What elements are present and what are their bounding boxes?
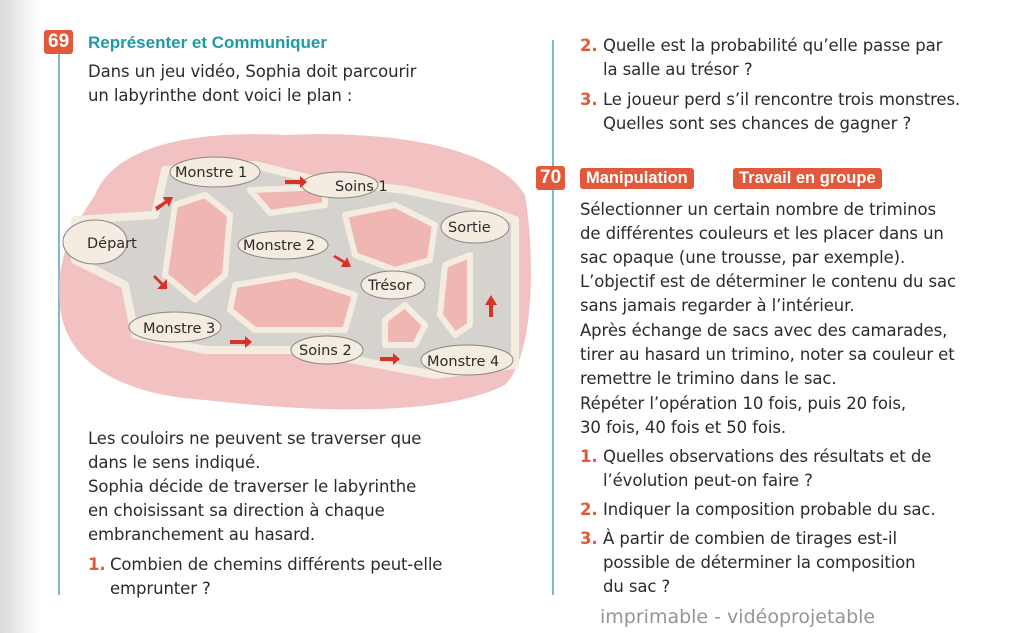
arrow-icon — [333, 255, 351, 267]
ex69-q1-line: Combien de chemins différents peut-elle — [110, 555, 443, 574]
ex69-text-line: Les couloirs ne peuvent se traverser que — [88, 429, 422, 448]
ex70-q3-line: du sac ? — [603, 577, 671, 596]
ex69-intro-line: un labyrinthe dont voici le plan : — [88, 86, 353, 105]
room-monstre1 — [169, 156, 261, 188]
ex69-intro-line: Dans un jeu vidéo, Sophia doit parcourir — [88, 62, 417, 81]
maze-label-soins2: Soins 2 — [299, 343, 352, 359]
maze-label-monstre4: Monstre 4 — [427, 354, 499, 370]
ex69-q3-line: Le joueur perd s’il rencontre trois mons… — [603, 90, 961, 109]
maze-label-soins1: Soins 1 — [335, 179, 388, 195]
room-monstre4 — [420, 344, 514, 376]
ex70-text-line: L’objectif est de déterminer le contenu … — [580, 272, 957, 291]
maze-label-monstre2: Monstre 2 — [243, 238, 315, 254]
arrow-icon — [485, 295, 497, 317]
ex69-q2-line: la salle au trésor ? — [603, 60, 753, 79]
room-monstre2 — [237, 230, 329, 260]
arrow-icon — [230, 336, 252, 348]
room-depart — [62, 219, 128, 265]
maze-illustration: Monstre 1 Soins 1 Sortie Départ Monstre … — [59, 134, 531, 410]
ex69-number: 69 — [44, 30, 74, 54]
maze-arrows — [153, 176, 497, 365]
tag-manipulation: Manipulation — [580, 168, 694, 189]
ex69-text-line: en choisissant sa direction à chaque — [88, 501, 385, 520]
ex70-text-line: Répéter l’opération 10 fois, puis 20 foi… — [580, 394, 906, 413]
ex69-text-line: embranchement au hasard. — [88, 525, 316, 544]
ex70-q1-line: l’évolution peut-on faire ? — [603, 471, 813, 490]
ex70-q3-line: possible de déterminer la composition — [603, 553, 916, 572]
ex70-text-line: 30 fois, 40 fois et 50 fois. — [580, 418, 787, 437]
ex69-q1-line: emprunter ? — [110, 579, 211, 598]
tag-travail-en-groupe: Travail en groupe — [733, 168, 882, 189]
ex69-q3-line: Quelles sont ses chances de gagner ? — [603, 114, 912, 133]
arrow-icon — [153, 275, 167, 289]
room-tresor — [360, 270, 426, 300]
maze-label-depart: Départ — [87, 236, 137, 252]
ex70-text-line: Sélectionner un certain nombre de trimin… — [580, 200, 936, 219]
ex70-text-line: sans jamais regarder à l’intérieur. — [580, 296, 855, 315]
page-edge-shadow — [0, 0, 40, 633]
ex70-text-line: Après échange de sacs avec des camarades… — [580, 321, 948, 340]
ex70-text-line: remettre le trimino dans le sac. — [580, 369, 837, 388]
ex70-q3-number: 3. — [580, 529, 598, 548]
room-soins2 — [290, 335, 364, 365]
watermark: imprimable - vidéoprojetable — [600, 606, 876, 628]
maze-wall-block — [342, 202, 438, 273]
ex69-q2-number: 2. — [580, 36, 598, 55]
ex69-q1-number: 1. — [88, 555, 106, 574]
ex70-text-line: sac opaque (une trousse, par exemple). — [580, 248, 906, 267]
ex70-q2-number: 2. — [580, 500, 598, 519]
maze-wall-block — [227, 272, 358, 333]
maze-label-tresor: Trésor — [367, 278, 412, 294]
maze-label-monstre1: Monstre 1 — [175, 165, 247, 181]
arrow-icon — [285, 176, 307, 188]
ex69-rule — [58, 50, 60, 595]
ex69-text-line: Sophia décide de traverser le labyrinthe — [88, 477, 417, 496]
ex70-q2-line: Indiquer la composition probable du sac. — [603, 500, 936, 519]
ex69-q2-line: Quelle est la probabilité qu’elle passe … — [603, 36, 943, 55]
column-divider — [552, 40, 554, 595]
ex70-number: 70 — [536, 166, 566, 190]
ex70-q3-line: À partir de combien de tirages est-il — [603, 529, 897, 548]
maze-label-monstre3: Monstre 3 — [143, 321, 215, 337]
ex69-q3-number: 3. — [580, 90, 598, 109]
maze-wall-block — [382, 302, 428, 348]
room-sortie — [440, 210, 510, 244]
ex70-q1-number: 1. — [580, 447, 598, 466]
ex69-title: Représenter et Communiquer — [88, 33, 327, 52]
ex70-text-line: de différentes couleurs et les placer da… — [580, 224, 944, 243]
arrow-icon — [380, 353, 400, 365]
arrow-icon — [155, 197, 173, 211]
maze-wall-block — [162, 192, 233, 303]
ex69-text-line: dans le sens indiqué. — [88, 453, 261, 472]
ex70-text-line: tirer au hasard un trimino, noter sa cou… — [580, 345, 955, 364]
maze-wall-block — [437, 252, 473, 338]
maze-label-sortie: Sortie — [448, 220, 491, 236]
room-monstre3 — [128, 311, 222, 343]
ex70-q1-line: Quelles observations des résultats et de — [603, 447, 932, 466]
